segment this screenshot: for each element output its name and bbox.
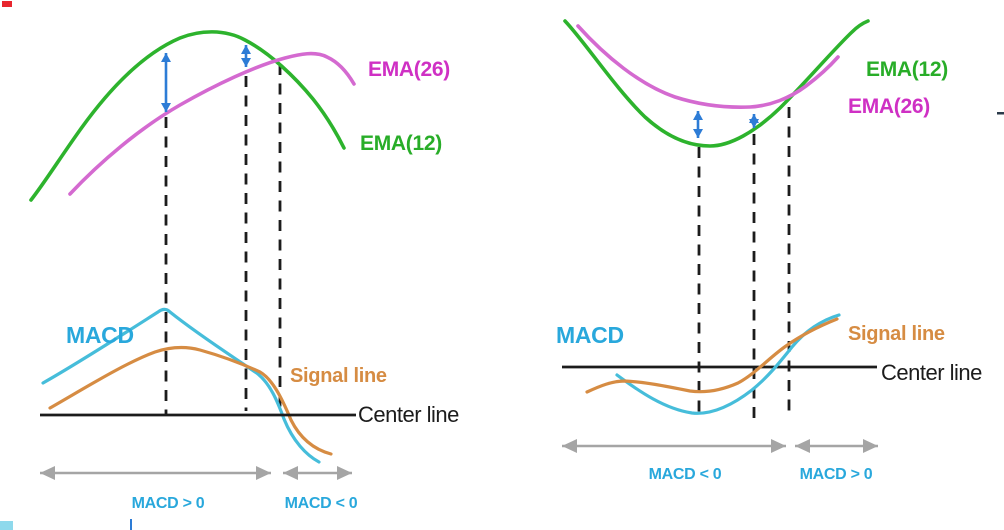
- left-center-label: Center line: [358, 402, 459, 427]
- left-signal-curve: [48, 345, 333, 456]
- right-ema12-curve: [563, 19, 870, 148]
- left-macd-label: MACD: [66, 322, 134, 348]
- left-ema26-curve: [68, 51, 356, 196]
- right-macd-label: MACD: [556, 322, 624, 348]
- bottom-blue-tick: [130, 519, 132, 530]
- right-edge-dash: [997, 112, 1004, 115]
- right-ema26-label: EMA(26): [848, 95, 930, 118]
- left-ema26-label: EMA(26): [368, 58, 450, 81]
- left-zone-negative-label: MACD < 0: [285, 495, 358, 512]
- right-signal-label: Signal line: [848, 323, 945, 345]
- left-ema12-label: EMA(12): [360, 132, 442, 155]
- right-panel: EMA(12) EMA(26) MACD Signal line Center …: [556, 19, 983, 483]
- left-panel: EMA(26) EMA(12) MACD Signal line Center …: [29, 30, 460, 512]
- right-zone-negative-label: MACD < 0: [649, 466, 722, 483]
- right-zone-positive-label: MACD > 0: [800, 466, 873, 483]
- left-macd-curve: [41, 307, 321, 464]
- top-left-red-mark: [2, 1, 12, 7]
- right-ema12-label: EMA(12): [866, 58, 948, 81]
- right-macd-curve: [615, 313, 841, 415]
- left-zone-positive-label: MACD > 0: [132, 495, 205, 512]
- right-ema26-curve: [576, 24, 840, 109]
- bottom-left-cyan-mark: [0, 521, 13, 530]
- left-ema12-curve: [29, 30, 346, 202]
- right-center-label: Center line: [881, 360, 982, 385]
- left-signal-label: Signal line: [290, 365, 387, 387]
- right-signal-curve: [585, 317, 839, 394]
